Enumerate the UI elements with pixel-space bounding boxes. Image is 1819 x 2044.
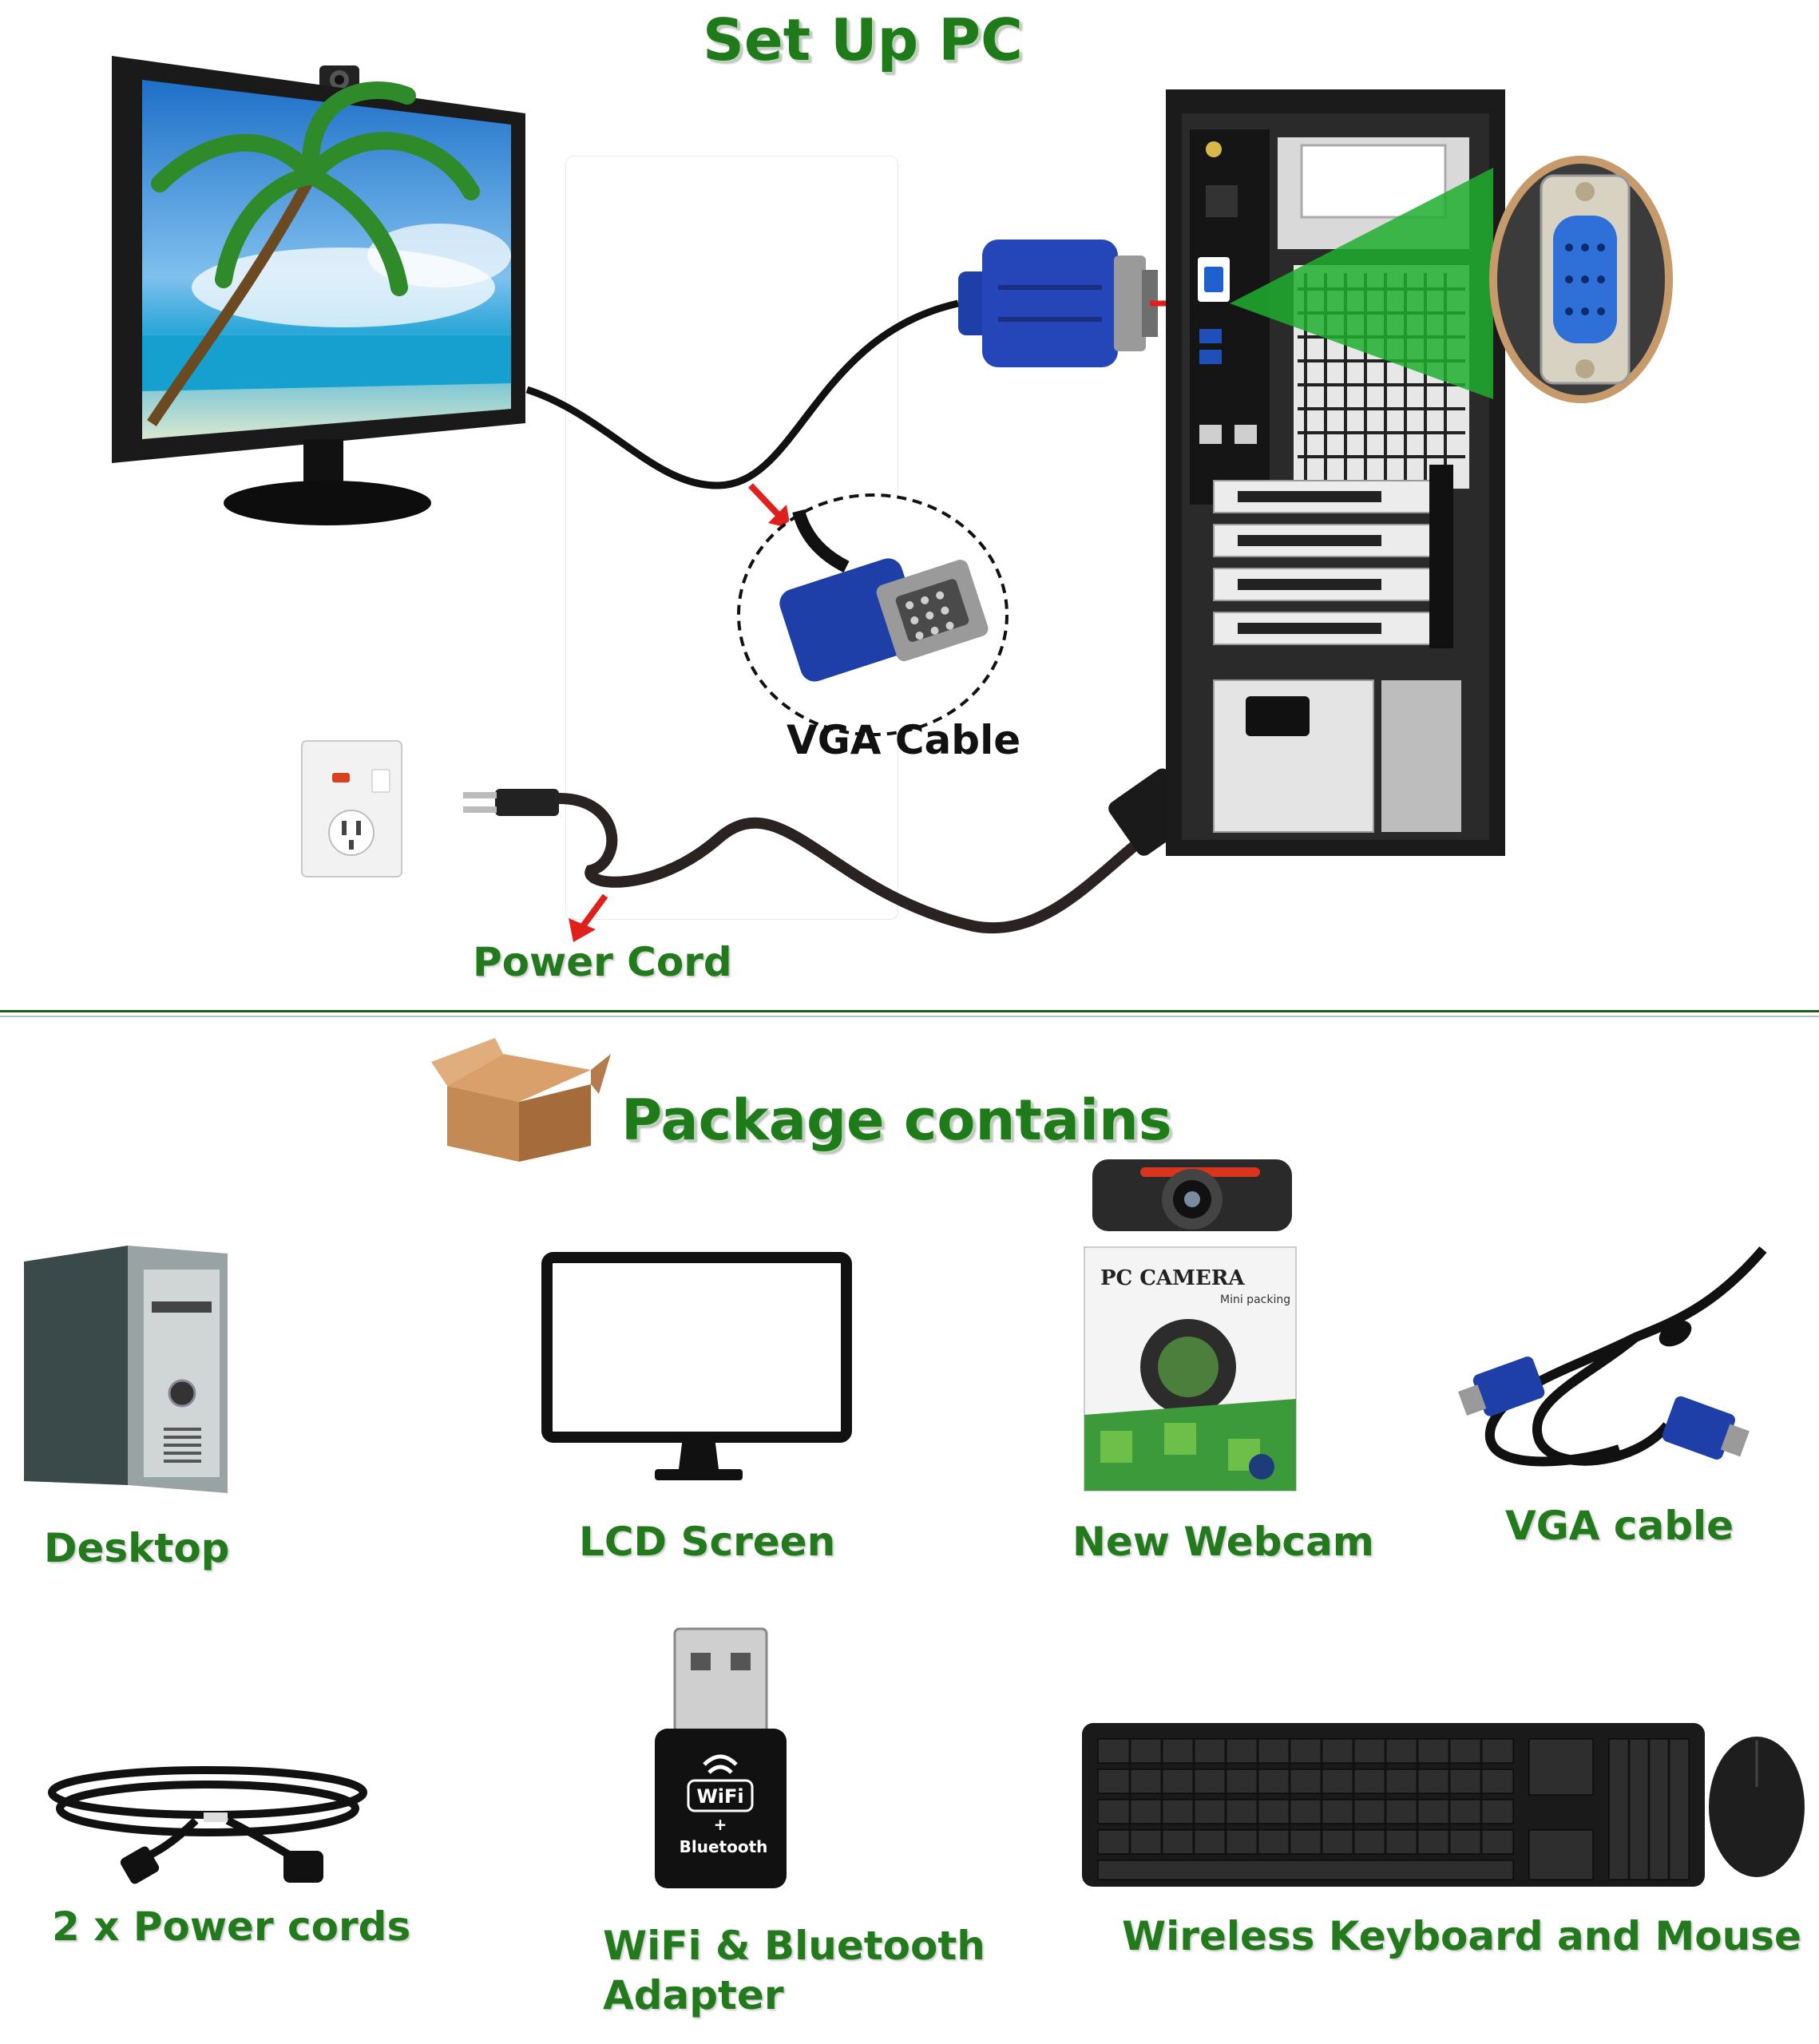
wifi-dongle-text: WiFi <box>696 1785 743 1808</box>
section-divider-shadow <box>0 1016 1819 1017</box>
vga-connector-icon <box>958 240 1158 367</box>
wifi-bluetooth-label-line2: Adapter <box>603 1972 784 2018</box>
monitor-with-webcam-icon <box>112 56 525 525</box>
lcd-monitor-icon <box>541 1252 852 1480</box>
section-divider <box>0 1010 1819 1012</box>
keyboard-mouse-icon <box>1082 1723 1805 1887</box>
desktop-label: Desktop <box>44 1525 230 1571</box>
vga-cable-icon <box>1457 1246 1767 1467</box>
vga-cable-label: VGA Cable <box>787 717 1021 763</box>
setup-cables <box>463 240 1210 942</box>
wall-socket-icon <box>301 740 402 877</box>
webcam-box-title: PC CAMERA <box>1100 1266 1245 1290</box>
vga-port-zoom-icon <box>1230 156 1673 403</box>
webcam-box-subtitle: Mini packing <box>1220 1293 1290 1306</box>
power-plug-icon <box>463 789 559 816</box>
wifi-dongle-bluetooth: Bluetooth <box>680 1837 768 1856</box>
package-box-icon <box>431 1038 611 1162</box>
new-webcam-label: New Webcam <box>1072 1519 1374 1565</box>
lcd-screen-label: LCD Screen <box>579 1519 836 1565</box>
webcam-box-icon: PC CAMERA Mini packing <box>1084 1159 1297 1491</box>
wifi-bluetooth-adapter-icon: WiFi + Bluetooth <box>655 1627 787 1888</box>
desktop-tower-rear-icon <box>1166 89 1505 856</box>
keyboard-mouse-label: Wireless Keyboard and Mouse <box>1122 1913 1801 1959</box>
wifi-dongle-plus: + <box>714 1815 727 1834</box>
setup-title: Set Up PC <box>703 6 1023 73</box>
package-title: Package contains <box>621 1087 1172 1153</box>
power-cord-icon <box>48 1766 367 1884</box>
desktop-tower-icon <box>24 1246 228 1493</box>
wifi-bluetooth-label-line1: WiFi & Bluetooth <box>603 1923 985 1969</box>
power-cords-label: 2 x Power cords <box>52 1903 411 1950</box>
vga-cable-item-label: VGA cable <box>1505 1503 1734 1549</box>
power-cord-label: Power Cord <box>473 939 732 985</box>
